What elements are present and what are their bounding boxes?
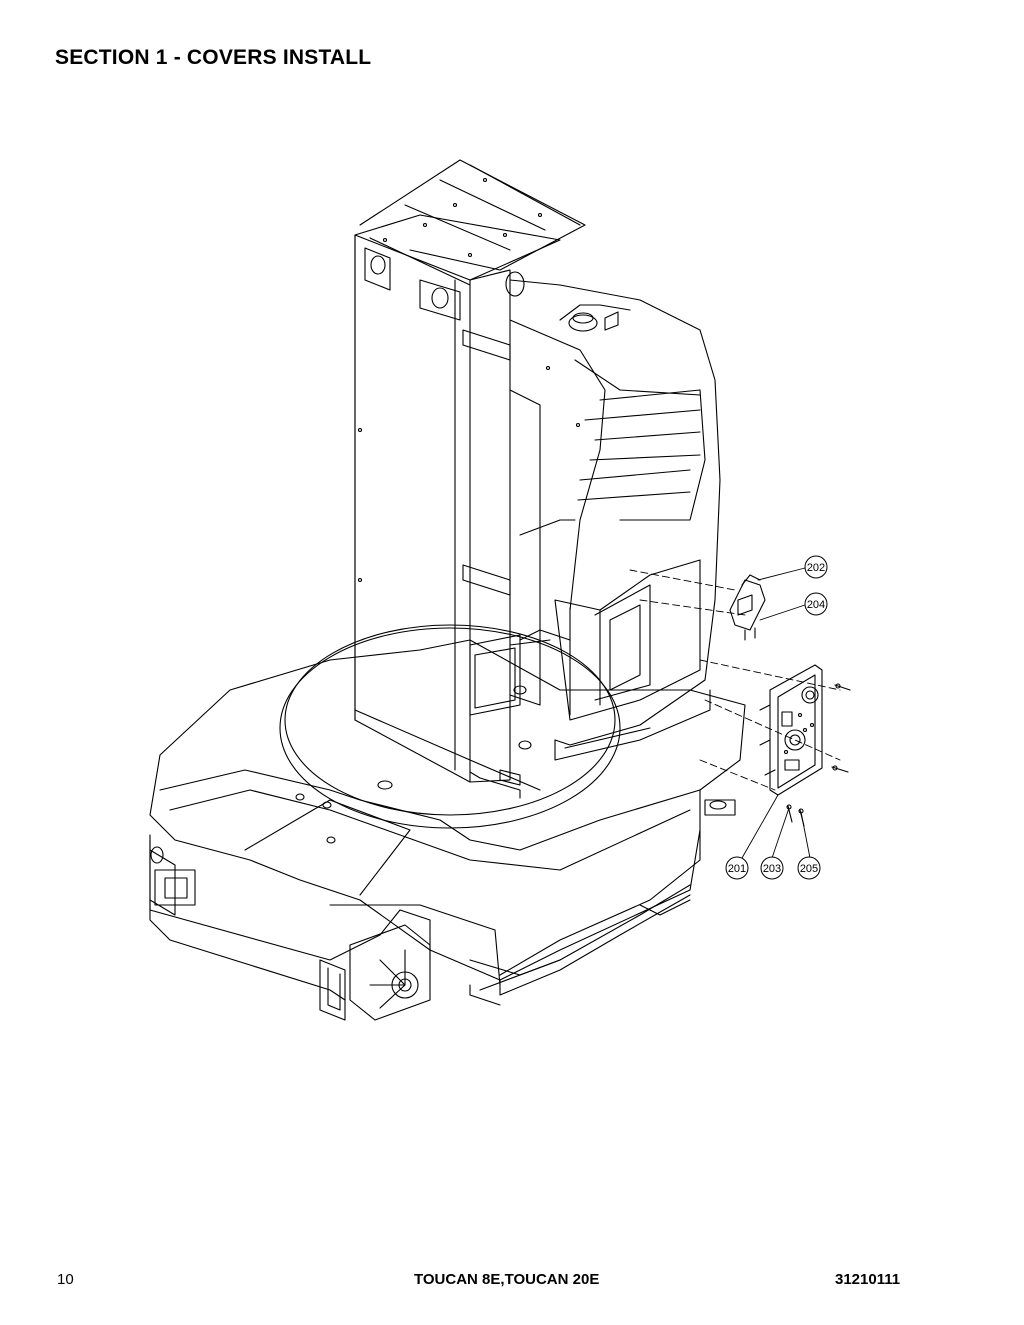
chassis-base <box>149 624 746 1006</box>
callout-203: 203 <box>760 856 784 880</box>
page-number: 10 <box>57 1271 74 1288</box>
explode-lines <box>629 569 841 791</box>
document-number: 31210111 <box>835 1271 901 1288</box>
section-title: SECTION 1 - COVERS INSTALL <box>55 46 372 69</box>
fasteners <box>786 683 851 827</box>
model-name: TOUCAN 8E,TOUCAN 20E <box>414 1271 600 1288</box>
rear-drive-wheel <box>149 834 431 1021</box>
callout-203-label: 203 <box>763 863 781 875</box>
control-panel <box>759 664 823 796</box>
callout-201: 201 <box>725 856 749 880</box>
leader-lines <box>741 567 811 859</box>
callout-201-label: 201 <box>728 863 746 875</box>
callout-202: 202 <box>804 555 828 579</box>
callout-205: 205 <box>797 856 821 880</box>
callout-204-label: 204 <box>807 599 825 611</box>
bracket-assembly <box>729 574 766 641</box>
mast-column <box>354 159 586 799</box>
operator-cab <box>469 279 721 761</box>
callout-202-label: 202 <box>807 562 825 574</box>
callout-204: 204 <box>804 592 828 616</box>
callout-205-label: 205 <box>800 863 818 875</box>
